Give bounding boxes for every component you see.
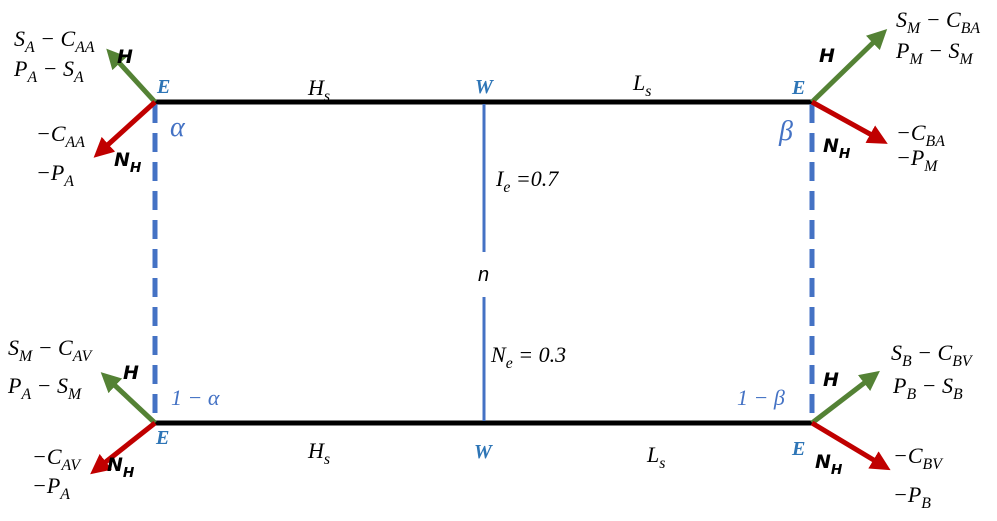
tl-nh-label: NH​ xyxy=(114,149,142,176)
br-nh-label: NH​ xyxy=(815,451,843,478)
tr-h-arrow xyxy=(810,29,888,104)
informed-share: Ie​ =0.7 xyxy=(495,166,559,196)
node-w-bottom: W xyxy=(474,441,493,463)
tl-nh-arrow xyxy=(93,100,157,158)
tl-payoff-nh2: −PA​ xyxy=(36,160,74,190)
tr-payoff-nh1: −CBA​ xyxy=(896,120,945,150)
prob-one-minus-beta: 1 − β xyxy=(737,385,785,410)
bl-h-arrow xyxy=(100,372,157,425)
br-payoff-h1: SB​ − CBV​ xyxy=(891,340,974,370)
edge-label-top-right: Ls​ xyxy=(632,70,651,100)
tl-h-label: H xyxy=(117,46,133,68)
uninformed-share: Ne​ = 0.3 xyxy=(490,342,566,372)
node-e-tr: E xyxy=(791,77,805,99)
bl-payoff-nh1: −CAV​ xyxy=(32,444,82,474)
bl-h-label: H xyxy=(123,362,139,384)
bl-nh-arrow xyxy=(90,421,157,475)
br-nh-arrow xyxy=(810,420,891,471)
edge-label-bottom-left: Hs​ xyxy=(307,438,330,468)
tr-nh-arrow xyxy=(810,99,888,144)
edge-label-top-left: Hs​ xyxy=(307,75,330,105)
node-e-br: E xyxy=(791,438,805,460)
tl-payoff-h2: PA​ − SA​ xyxy=(13,56,84,86)
tr-payoff-h1: SM​ − CBA​ xyxy=(896,7,980,37)
tr-payoff-h2: PM​ − SM​ xyxy=(895,38,974,68)
tr-h-label: H xyxy=(819,45,835,67)
tr-nh-label: NH​ xyxy=(823,135,851,162)
center-node-n: n xyxy=(478,264,489,286)
node-e-bl: E xyxy=(155,427,169,449)
prob-alpha: α xyxy=(170,112,186,143)
bl-nh-label: NH​ xyxy=(107,454,135,481)
br-payoff-nh1: −CBV​ xyxy=(893,443,944,473)
node-w-top: W xyxy=(475,76,494,98)
tl-h-arrow xyxy=(106,48,157,104)
tr-payoff-nh2: −PM​ xyxy=(896,145,938,175)
bl-payoff-h2: PA​ − SM​ xyxy=(7,373,82,403)
prob-one-minus-alpha: 1 − α xyxy=(171,385,220,410)
node-e-tl: E xyxy=(156,76,170,98)
br-h-label: H xyxy=(823,369,839,391)
bl-payoff-h1: SM​ − CAV​ xyxy=(8,335,94,365)
tl-payoff-nh1: −CAA​ xyxy=(36,121,85,151)
tl-payoff-h1: SA​ − CAA​ xyxy=(14,26,95,56)
prob-beta: β xyxy=(778,116,793,147)
br-payoff-nh2: −PB​ xyxy=(893,482,931,512)
edge-label-bottom-right: Ls​ xyxy=(646,442,665,472)
bl-payoff-nh2: −PA​ xyxy=(32,473,70,503)
br-h-arrow xyxy=(810,370,880,425)
br-payoff-h2: PB​ − SB​ xyxy=(892,373,963,403)
